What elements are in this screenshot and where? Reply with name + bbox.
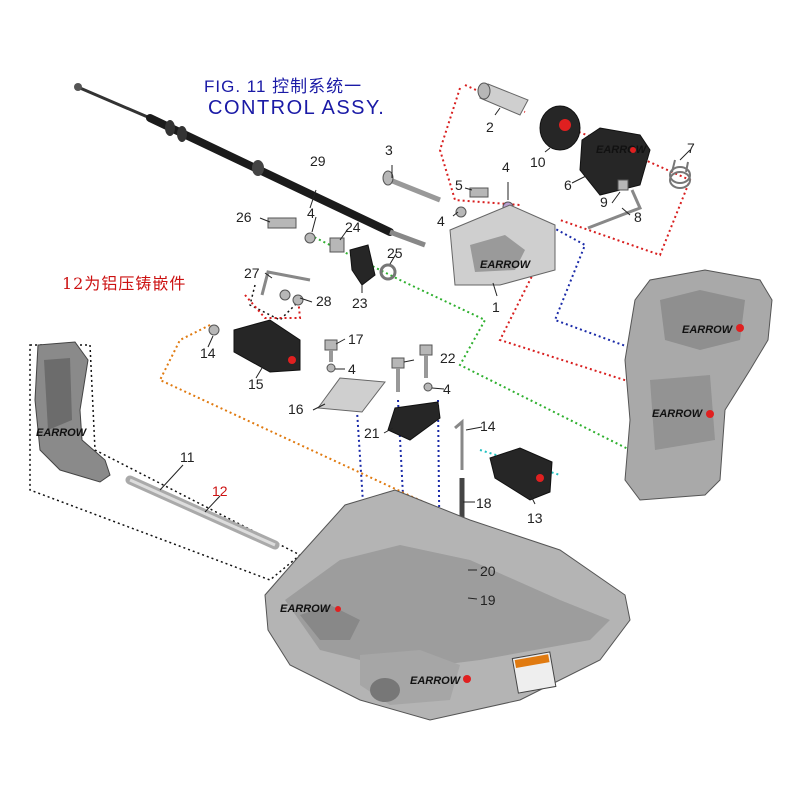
callout-4: 4 <box>502 159 510 175</box>
callout-4: 4 <box>443 381 451 397</box>
part-3-bolt <box>382 170 441 203</box>
callout-29: 29 <box>310 153 326 169</box>
part-15-bracket <box>233 319 301 373</box>
callout-7: 7 <box>687 140 695 156</box>
part-25-ring <box>379 263 397 281</box>
svg-text:EARROW: EARROW <box>596 144 648 156</box>
part-24-spacer <box>329 237 345 253</box>
guide-red-2 <box>464 84 526 113</box>
callout-labels: 2354467891011121314141516171819202122442… <box>180 119 695 608</box>
guide-red-4 <box>498 249 641 386</box>
svg-text:EARROW: EARROW <box>480 259 532 271</box>
right-casting: EARROW EARROW <box>624 269 773 501</box>
callout-26: 26 <box>236 209 252 225</box>
part-1-bracket: EARROW <box>449 204 556 286</box>
callout-11: 11 <box>180 449 195 465</box>
callout-15: 15 <box>248 376 264 392</box>
callout-20: 20 <box>480 563 496 579</box>
callout-2: 2 <box>486 119 494 135</box>
guide-red-1 <box>438 87 521 206</box>
svg-text:EARROW: EARROW <box>410 675 462 687</box>
callout-27: 27 <box>244 265 260 281</box>
part-9-pin <box>617 179 629 191</box>
part-26-bolt <box>267 217 297 229</box>
callout-5: 5 <box>455 177 463 193</box>
callout-10: 10 <box>530 154 546 170</box>
part-14-screw-b <box>454 418 464 470</box>
part-4-washer-e <box>423 382 433 392</box>
callout-24: 24 <box>345 219 361 235</box>
callout-8: 8 <box>634 209 642 225</box>
guide-blue-4 <box>437 399 441 591</box>
part-28-clips <box>279 289 304 306</box>
callout-21: 21 <box>364 425 380 441</box>
callout-23: 23 <box>352 295 368 311</box>
part-29-cable <box>74 83 426 248</box>
part-4-washer-b <box>455 206 467 218</box>
callout-28: 28 <box>316 293 332 309</box>
callout-14: 14 <box>200 345 216 361</box>
part-10-knob <box>539 105 581 151</box>
callout-4: 4 <box>348 361 356 377</box>
part-6-bracket: EARROW <box>579 127 651 196</box>
callout-17: 17 <box>348 331 364 347</box>
part-11-12-rod <box>125 475 280 550</box>
part-16-plate <box>317 377 386 413</box>
part-27-rod <box>260 270 311 296</box>
figure-title-line2: CONTROL ASSY. <box>208 97 386 119</box>
callout-16: 16 <box>288 401 304 417</box>
callout-4: 4 <box>307 205 315 221</box>
part-13-bracket <box>489 447 553 501</box>
part-23-lever <box>349 244 376 286</box>
part-17-bolt <box>324 339 338 362</box>
guide-blue-2 <box>354 379 371 611</box>
callout-19: 19 <box>480 592 496 608</box>
part-7-spring <box>669 159 691 189</box>
callout-25: 25 <box>387 245 403 261</box>
svg-text:EARROW: EARROW <box>36 427 88 439</box>
part-4-washer-d <box>326 363 336 373</box>
callout-6: 6 <box>564 177 572 193</box>
part-21-block <box>387 401 441 441</box>
guide-blue-1 <box>529 214 651 356</box>
callout-12: 12 <box>212 483 228 499</box>
callout-4: 4 <box>437 213 445 229</box>
lower-cowl: EARROW EARROW <box>264 489 631 721</box>
callout-9: 9 <box>600 194 608 210</box>
guide-black-2 <box>249 284 301 321</box>
part-22-bolts <box>391 344 433 392</box>
callout-1: 1 <box>492 299 500 315</box>
part-2-sleeve <box>477 82 529 116</box>
guide-red-5 <box>244 294 302 319</box>
part-8-rod <box>587 189 643 230</box>
leader-lines <box>159 107 691 600</box>
callout-22: 22 <box>440 350 456 366</box>
insert-note: 12为铝压铸嵌件 <box>62 274 187 293</box>
svg-text:EARROW: EARROW <box>280 603 332 615</box>
callout-3: 3 <box>385 142 393 158</box>
tiller-handle: EARROW <box>34 341 111 483</box>
svg-text:EARROW: EARROW <box>682 324 734 336</box>
part-14-screw-a <box>208 324 220 336</box>
part-4-washer-c <box>304 232 316 244</box>
callout-13: 13 <box>527 510 543 526</box>
callout-18: 18 <box>476 495 492 511</box>
callout-14: 14 <box>480 418 496 434</box>
svg-text:EARROW: EARROW <box>652 408 704 420</box>
part-5-bolt <box>469 187 489 198</box>
figure-title-line1: FIG. 11 控制系统一 <box>204 77 363 96</box>
